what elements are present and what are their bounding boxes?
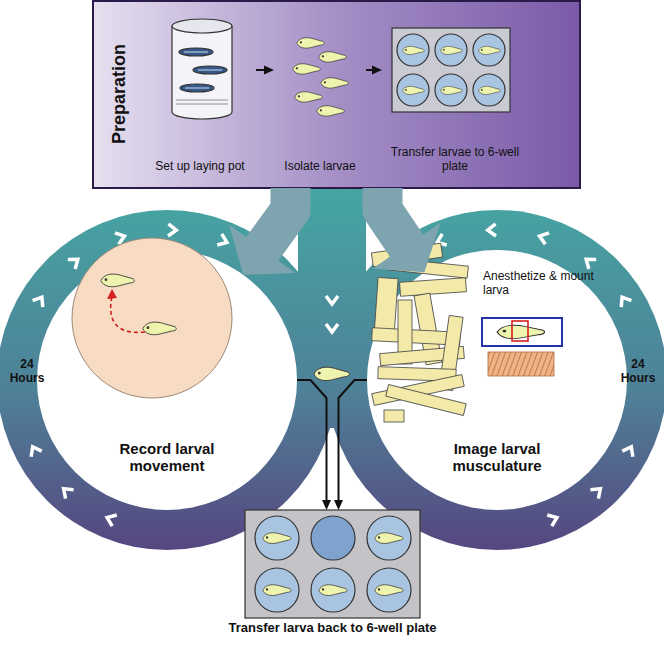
stage-panel: PreparationSet up laying pot Isolate larv… <box>93 0 580 188</box>
node-text: Image larval musculature <box>427 440 567 475</box>
connector-line <box>366 69 373 71</box>
arrowhead <box>372 223 440 272</box>
duration-label: 24 Hours <box>617 358 659 386</box>
step-arrow <box>366 66 382 75</box>
flow-arrow <box>297 380 331 510</box>
split-arrow <box>372 188 440 272</box>
arrowhead <box>334 500 343 510</box>
node-text: Transfer larva back to 6-well plate <box>205 621 460 635</box>
larvae-icon <box>293 38 349 116</box>
connector-line <box>383 188 408 246</box>
flow-chevrons <box>27 224 636 526</box>
center-larva <box>314 367 349 380</box>
connector-line <box>339 380 368 501</box>
flow-arrow <box>334 380 367 510</box>
node-text: Record larval movement <box>97 440 237 475</box>
preparation-panel <box>93 1 580 188</box>
connector-line <box>256 69 265 71</box>
movement-arena <box>72 238 232 398</box>
duration-label: 24 Hours <box>6 358 48 386</box>
arrowhead <box>322 500 331 510</box>
step-arrow <box>256 66 274 75</box>
larvae-in-wells <box>403 46 501 94</box>
arrowhead <box>264 66 274 75</box>
panel-title: Preparation <box>109 44 130 144</box>
step-item: Isolate larvae <box>276 16 364 182</box>
arrowhead <box>372 66 382 75</box>
step-item: Transfer larvae to 6-well plate <box>384 16 526 182</box>
split-arrow <box>229 188 295 275</box>
step-item: Set up laying pot <box>146 16 254 182</box>
process-circle: Anesthetize & mount larvaImage larval mu… <box>367 250 627 510</box>
well-plate <box>245 510 420 618</box>
larvae-in-wells <box>263 533 403 596</box>
laying-pot-icon <box>172 19 232 119</box>
arrowhead <box>229 225 295 275</box>
node-text: Set up laying pot <box>146 160 254 174</box>
mounted-larva <box>482 318 562 376</box>
well-plate-icon <box>392 28 510 112</box>
muscle-image <box>488 352 554 376</box>
node-text: Isolate larvae <box>276 160 364 174</box>
connector-line <box>262 188 291 250</box>
cycle-ring <box>0 188 664 550</box>
connector-line <box>297 380 327 501</box>
process-circle: Record larval movement <box>37 250 297 510</box>
well-plate-box: Transfer larva back to 6-well plate <box>245 510 420 618</box>
node-text: Transfer larvae to 6-well plate <box>384 146 526 174</box>
node-text: Anesthetize & mount larva <box>483 270 595 298</box>
